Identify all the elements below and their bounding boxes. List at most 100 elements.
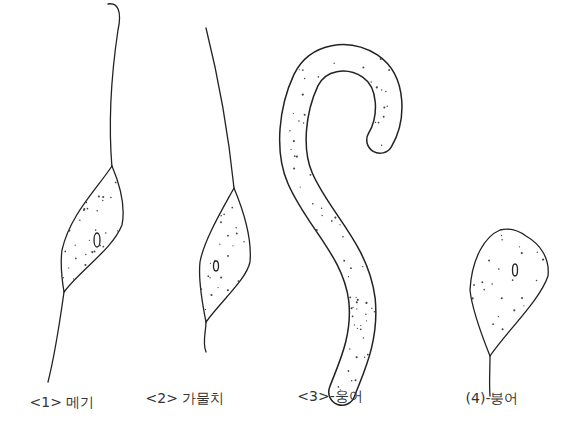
stipple-dot [380,58,382,60]
stipple-dot [84,264,86,266]
stipple-dot [293,140,295,142]
stipple-dot [388,69,390,71]
stipple-dot [293,167,295,169]
stipple-dot [362,266,363,267]
stipple-dot [366,320,367,321]
stipple-dot [205,309,206,310]
stipple-dot [501,297,503,299]
stipple-dot [227,289,229,291]
stipple-dot [232,245,233,246]
stipple-dot [86,202,88,204]
stipple-dot [365,302,367,304]
stipple-dot [294,155,296,157]
stipple-dot [542,259,544,261]
stipple-dot [96,210,98,212]
stipple-dot [498,316,499,317]
stipple-dot [492,323,494,325]
stipple-dot [94,251,96,253]
flagellum [48,292,64,382]
stipple-dot [348,370,350,372]
stipple-dot [63,277,64,278]
stipple-dot [102,246,104,248]
stipple-dot [350,307,352,309]
stipple-dot [68,230,70,232]
nucleus [214,261,219,271]
flagellum [204,322,206,352]
stipple-dot [339,224,340,225]
stipple-dot [356,356,358,358]
stipple-dot [302,94,304,96]
stipple-dot [350,267,352,269]
stipple-dot [83,208,85,210]
stipple-dot [472,297,474,299]
nucleus [513,264,518,276]
stipple-dot [349,296,351,298]
stipple-dot [367,354,369,356]
stipple-dot [488,259,490,261]
stipple-dot [79,220,80,221]
stipple-dot [87,208,89,210]
fish-label: (4)-붕어 [466,390,519,407]
stipple-dot [220,277,222,279]
stipple-dot [519,246,520,247]
stipple-dot [356,301,358,303]
stipple-dot [365,314,366,315]
stipple-dot [378,122,380,124]
stipple-dot [349,348,350,349]
stipple-dot [357,299,359,301]
stipple-dot [218,287,219,288]
stipple-dot [348,276,349,277]
stipple-dot [342,236,344,238]
spindle-cell [61,166,123,292]
stipple-dot [73,278,74,279]
stipple-dot [219,244,220,245]
stipple-dot [117,230,118,231]
stipple-dot [513,309,515,311]
stipple-dot [236,233,238,235]
stipple-dot [223,214,225,216]
stipple-dot [352,315,354,317]
stipple-dot [214,260,215,261]
stipple-dot [536,280,538,282]
stipple-dot [298,120,300,122]
stipple-dot [303,122,304,123]
stipple-dot [75,244,76,245]
stipple-dot [521,297,523,299]
stipple-dot [331,220,333,222]
fish-label: <2> 가물치 [146,390,225,407]
stipple-dot [316,229,318,231]
stipple-dot [381,89,382,90]
stipple-dot [376,86,378,88]
stipple-dot [99,245,101,247]
s-shaped-cell [293,58,389,392]
stipple-dot [354,324,355,325]
stipple-dot [64,251,66,253]
stipple-dot [385,91,387,93]
stipple-dot [310,174,312,176]
stipple-dot [89,240,90,241]
stipple-dot [200,288,202,290]
stipple-dot [321,215,322,216]
stipple-dot [238,280,240,282]
stipple-dot [102,196,104,198]
stipple-dot [356,308,357,309]
stipple-dot [210,294,212,296]
stipple-dot [362,67,364,69]
stipple-dot [227,235,229,237]
stipple-dot [290,149,291,150]
stipple-dot [231,207,233,209]
stipple-dot [209,277,210,278]
stipple-dot [304,78,305,79]
stipple-dot [370,81,371,82]
stipple-dot [357,328,358,329]
stipple-dot [110,197,112,199]
stipple-dot [363,337,364,338]
stipple-dot [102,200,103,201]
stipple-dot [302,69,304,71]
stipple-dot [481,281,483,283]
stipple-dot [360,325,361,326]
stipple-dot [98,195,100,197]
stipple-dot [352,307,353,308]
stipple-dot [75,258,77,260]
